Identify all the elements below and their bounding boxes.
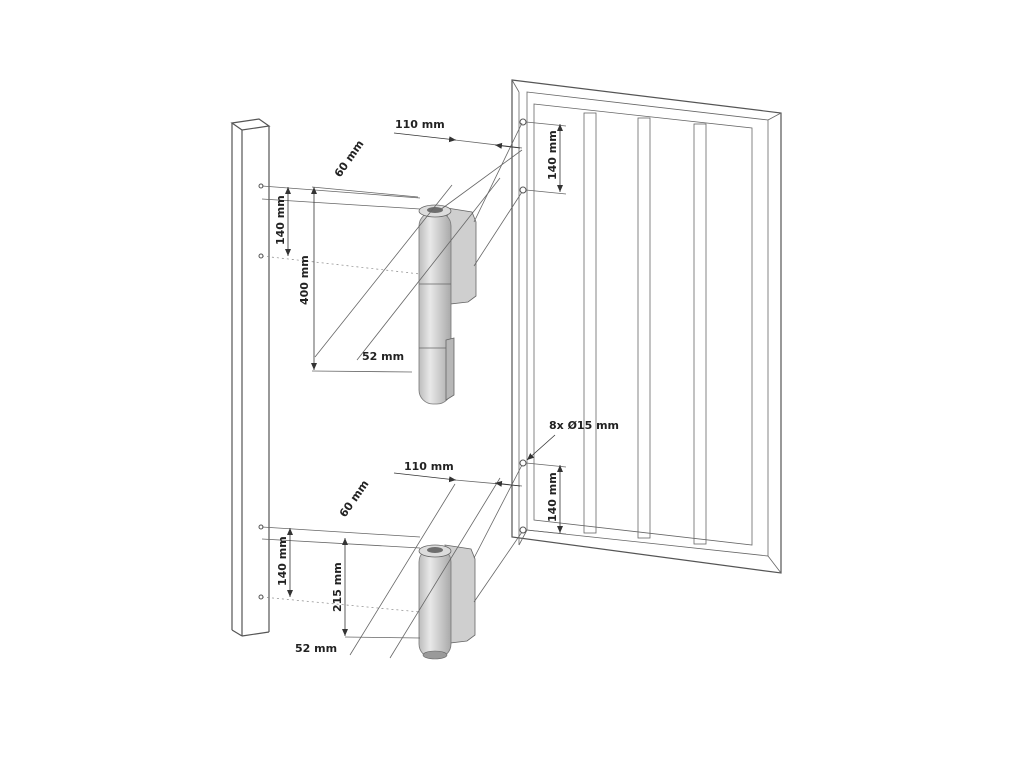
- gate-frame: [511, 79, 782, 574]
- dimension-lines: [285, 124, 563, 636]
- dim-52-top: 52 mm: [362, 350, 404, 363]
- gate-hole: [519, 118, 527, 126]
- extension-lines: [261, 121, 567, 659]
- dim-110-top: 110 mm: [395, 118, 445, 131]
- dim-60-bottom: 60 mm: [337, 478, 372, 520]
- dim-holes: 8x Ø15 mm: [549, 419, 619, 432]
- dim-52-bottom: 52 mm: [295, 642, 337, 655]
- gate-post: [230, 118, 271, 637]
- dim-140-post-top: 140 mm: [274, 195, 287, 245]
- gate-hole: [519, 459, 527, 467]
- gate-hole: [519, 186, 527, 194]
- gate-hole: [519, 526, 527, 534]
- dim-140-gate-top: 140 mm: [546, 130, 559, 180]
- hinge-top: [418, 204, 477, 405]
- gate-bars: [583, 112, 707, 545]
- dim-400: 400 mm: [298, 255, 311, 305]
- dim-60-top: 60 mm: [332, 138, 367, 180]
- hinge-bottom: [418, 544, 476, 660]
- dim-215: 215 mm: [331, 562, 344, 612]
- dim-110-bottom: 110 mm: [404, 460, 454, 473]
- dim-140-post-bottom: 140 mm: [276, 536, 289, 586]
- dim-140-gate-bottom: 140 mm: [546, 472, 559, 522]
